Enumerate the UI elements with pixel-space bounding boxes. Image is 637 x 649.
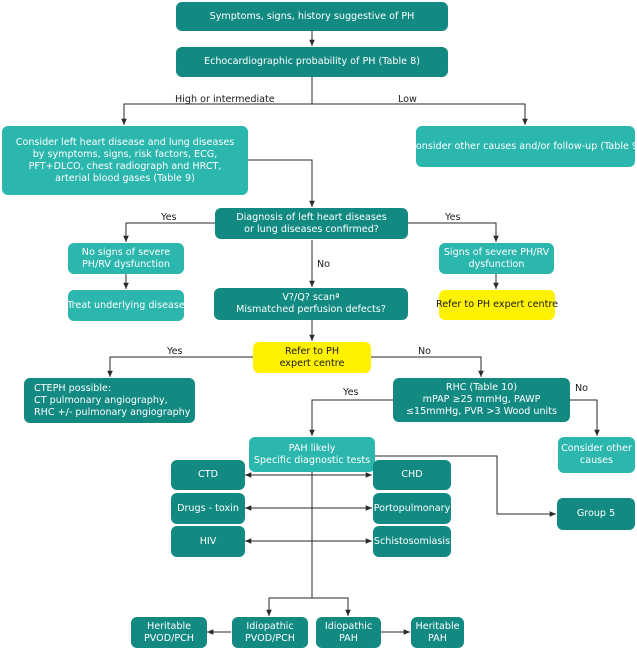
ctd-box: CTD [171, 460, 245, 490]
connector-left-diagnosis [248, 159, 315, 207]
connector-diag-yes-left [123, 222, 215, 242]
schistosomiasis-box: Schistosomiasis [373, 526, 451, 557]
group5-box: Group 5 [557, 498, 635, 530]
connector-rhc-other [570, 399, 600, 436]
chd-box: CHD [373, 460, 451, 490]
connector-refer-cteph [107, 356, 253, 377]
drugs-toxin-box: Drugs - toxin [171, 493, 245, 524]
echo-probability-box: Echocardiographic probability of PH (Tab… [176, 47, 448, 77]
symptoms-box: Symptoms, signs, history suggestive of P… [176, 2, 448, 31]
consider-other-causes-box: Consider other causes and/or follow-up (… [409, 126, 637, 167]
label-yes-pah: Yes [343, 387, 359, 398]
no-signs-box: No signs of severe PH/RV dysfunction [68, 243, 184, 274]
cteph-box: CTEPH possible: CT pulmonary angiography… [24, 378, 195, 423]
label-low: Low [398, 94, 417, 105]
label-yes-cteph: Yes [167, 346, 183, 357]
label-no-other: No [575, 383, 589, 394]
signs-severe-box: Signs of severe PH/RV dysfunction [439, 243, 554, 274]
idiopathic-pvod-box: Idiopathic PVOD/PCH [232, 617, 308, 648]
label-no-vq: No [317, 259, 331, 270]
connector-to-left [121, 103, 312, 125]
label-no-rhc: No [418, 346, 432, 357]
pah-likely-box: PAH likely Specific diagnostic tests [249, 437, 375, 472]
diagnosis-confirmed-box: Diagnosis of left heart diseases or lung… [215, 208, 408, 239]
heritable-pvod-box: Heritable PVOD/PCH [131, 617, 207, 648]
connector-rhc-pah [309, 399, 393, 436]
connector-to-other [312, 103, 528, 125]
refer-expert-right-box: Refer to PH expert centre [436, 290, 558, 320]
consider-left-heart-lung-box: Consider left heart disease and lung dis… [2, 126, 248, 195]
connector-spine-bottom-left [266, 597, 312, 616]
consider-other-causes-2-box: Consider other causes [558, 437, 635, 473]
connector-diag-yes-right [408, 222, 499, 242]
hiv-box: HIV [171, 526, 245, 557]
label-yes-left: Yes [161, 212, 177, 223]
refer-expert-center-box: Refer to PH expert centre [253, 342, 371, 373]
vq-scan-box: V?/Q? scanª Mismatched perfusion defects… [214, 288, 408, 320]
connector-refer-rhc [371, 356, 484, 377]
connector-spine-bottom-right [312, 597, 351, 616]
heritable-pah-box: Heritable PAH [411, 617, 464, 648]
portopulmonary-box: Portopulmonary [373, 493, 451, 524]
rhc-box: RHC (Table 10) mPAP ≥25 mmHg, PAWP ≤15mm… [393, 378, 570, 422]
connector-pah-group5 [375, 455, 556, 517]
treat-underlying-box: Treat underlying disease [67, 290, 185, 321]
label-high-intermediate: High or intermediate [175, 94, 275, 105]
label-yes-right: Yes [445, 212, 461, 223]
idiopathic-pah-box: Idiopathic PAH [316, 617, 381, 648]
